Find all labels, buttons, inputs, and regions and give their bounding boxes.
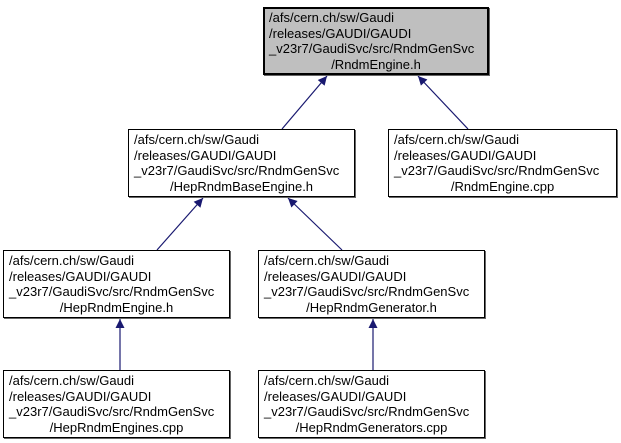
node-heprndmbaseengine-h[interactable]: /afs/cern.ch/sw/Gaudi /releases/GAUDI/GA…: [128, 129, 355, 197]
node-heprndmgenerators-cpp[interactable]: /afs/cern.ch/sw/Gaudi /releases/GAUDI/GA…: [258, 370, 485, 438]
node-label-line: /releases/GAUDI/GAUDI: [134, 147, 277, 163]
node-label-line: /releases/GAUDI/GAUDI: [394, 147, 537, 163]
node-label-line: _v23r7/GaudiSvc/src/RndmGenSvc: [264, 284, 470, 299]
node-label-line: _v23r7/GaudiSvc/src/RndmGenSvc: [9, 404, 215, 419]
node-label-line: /HepRndmBaseEngine.h: [169, 178, 314, 194]
node-label-line: _v23r7/GaudiSvc/src/RndmGenSvc: [9, 284, 215, 299]
node-label-line: /afs/cern.ch/sw/Gaudi: [269, 10, 394, 25]
node-label-line: /releases/GAUDI/GAUDI: [264, 268, 407, 284]
node-label-line: /HepRndmEngine.h: [59, 299, 174, 315]
node-label-line: _v23r7/GaudiSvc/src/RndmGenSvc: [134, 163, 340, 178]
node-heprndmengine-h[interactable]: /afs/cern.ch/sw/Gaudi /releases/GAUDI/GA…: [3, 250, 230, 318]
node-heprndmengines-cpp[interactable]: /afs/cern.ch/sw/Gaudi /releases/GAUDI/GA…: [3, 370, 230, 438]
node-label-line: /releases/GAUDI/GAUDI: [264, 388, 407, 404]
node-label-line: /releases/GAUDI/GAUDI: [269, 25, 412, 41]
node-label-line: /afs/cern.ch/sw/Gaudi: [9, 373, 134, 388]
node-label-line: /HepRndmGenerator.h: [306, 299, 437, 315]
node-heprndmgenerator-h[interactable]: /afs/cern.ch/sw/Gaudi /releases/GAUDI/GA…: [258, 250, 485, 318]
node-label-line: /releases/GAUDI/GAUDI: [9, 268, 152, 284]
node-label-line: /HepRndmEngines.cpp: [49, 419, 184, 435]
node-label-line: /afs/cern.ch/sw/Gaudi: [264, 253, 389, 268]
node-label-line: _v23r7/GaudiSvc/src/RndmGenSvc: [394, 163, 600, 178]
edge-heprndmbaseengine-to-rndmengine-h: [281, 75, 328, 130]
node-rndmengine-h: /afs/cern.ch/sw/Gaudi /releases/GAUDI/GA…: [263, 7, 489, 75]
edge-rndmengine-cpp-to-rndmengine-h: [417, 75, 469, 130]
node-label-line: /HepRndmGenerators.cpp: [295, 419, 448, 435]
node-label-line: /afs/cern.ch/sw/Gaudi: [9, 253, 134, 268]
node-label-line: /afs/cern.ch/sw/Gaudi: [134, 132, 259, 147]
node-label-line: _v23r7/GaudiSvc/src/RndmGenSvc: [264, 404, 470, 419]
node-label-line: /releases/GAUDI/GAUDI: [9, 388, 152, 404]
edge-heprndmengine-h-to-heprndmbaseengine: [156, 197, 204, 251]
edge-heprndmgenerator-h-to-heprndmbaseengine: [287, 197, 343, 251]
node-rndmengine-cpp[interactable]: /afs/cern.ch/sw/Gaudi /releases/GAUDI/GA…: [388, 129, 617, 197]
node-label-line: /RndmEngine.cpp: [450, 178, 555, 194]
node-label-line: /RndmEngine.h: [331, 56, 421, 72]
node-label-line: _v23r7/GaudiSvc/src/RndmGenSvc: [269, 41, 475, 56]
node-label-line: /afs/cern.ch/sw/Gaudi: [264, 373, 389, 388]
node-label-line: /afs/cern.ch/sw/Gaudi: [394, 132, 519, 147]
